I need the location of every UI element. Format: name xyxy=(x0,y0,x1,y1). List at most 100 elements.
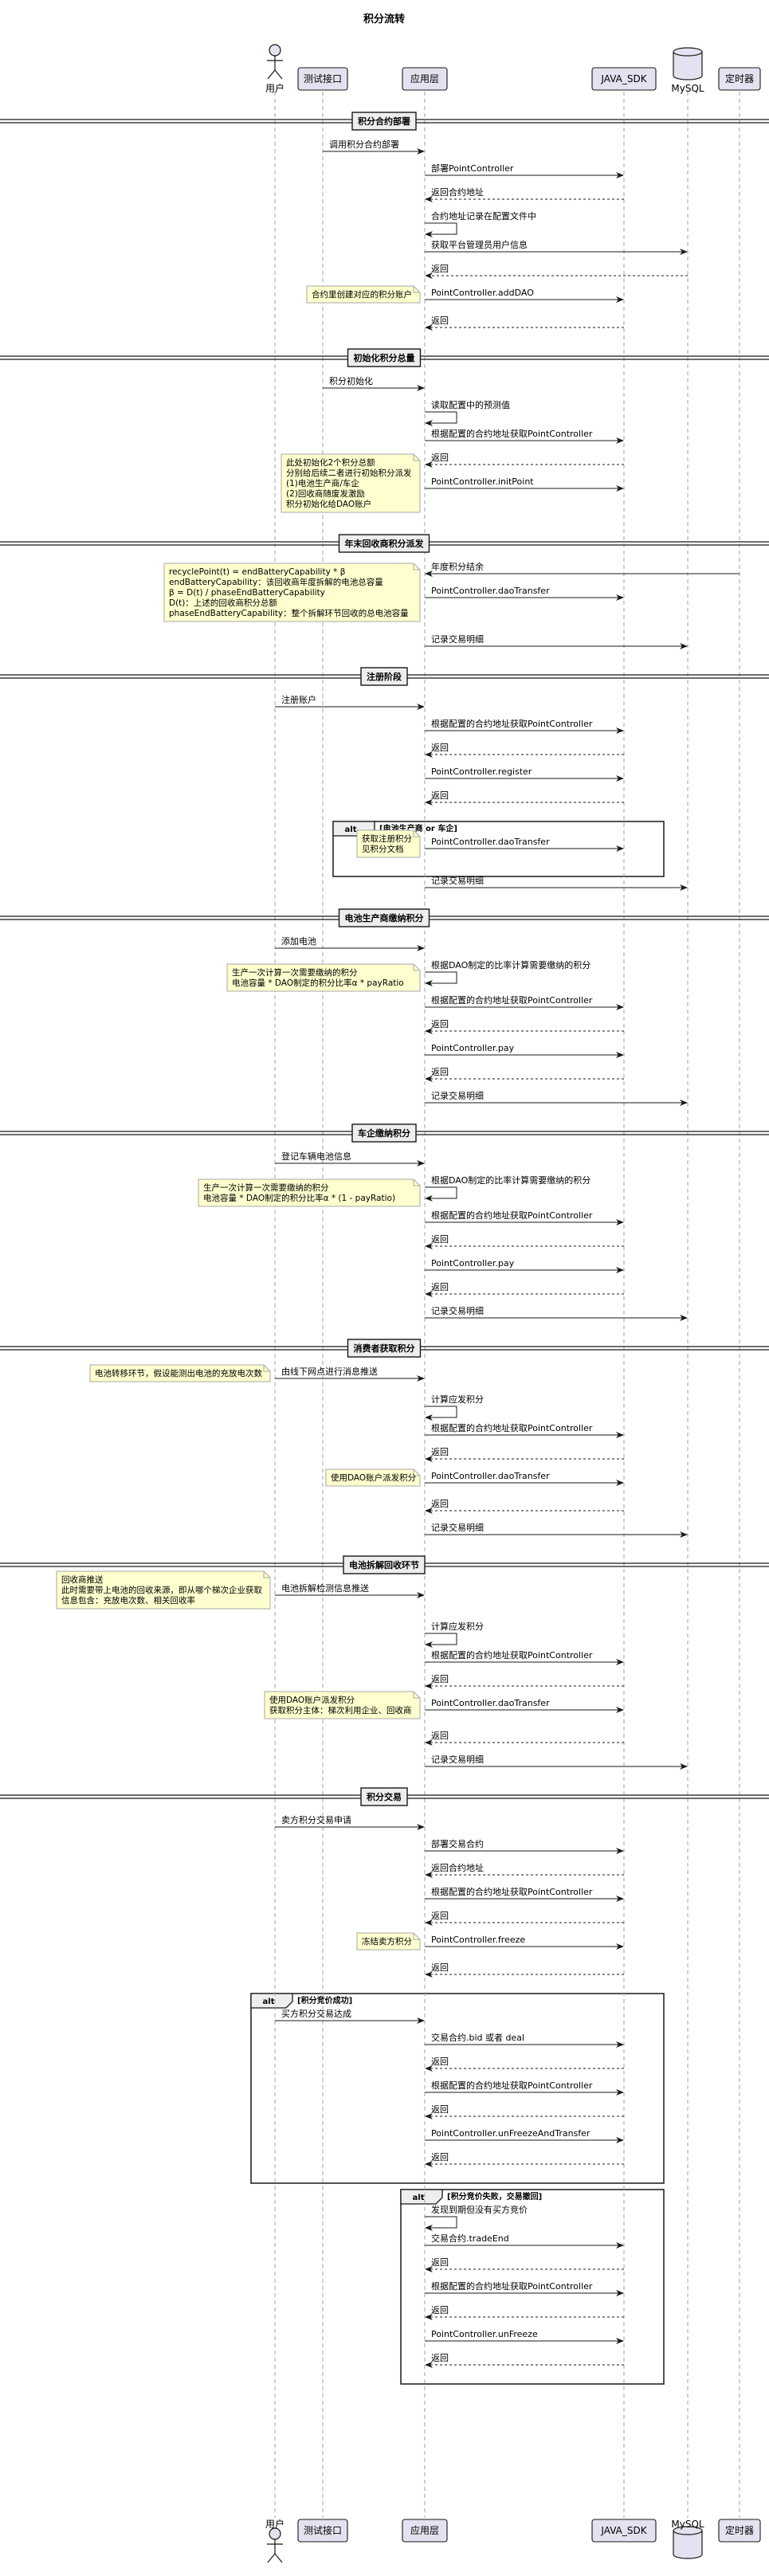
message-label: 返回 xyxy=(431,2056,449,2067)
note-text: 合约里创建对应的积分账户 xyxy=(312,289,412,300)
message-label: 记录交易明细 xyxy=(431,1090,484,1101)
note-text: 使用DAO账户派发积分 xyxy=(331,1472,417,1483)
message-label: 返回合约地址 xyxy=(431,1862,484,1873)
message: 返回 xyxy=(425,1674,624,1689)
message: 返回 xyxy=(425,1019,624,1034)
participant-box xyxy=(591,67,657,91)
section-label: 电池拆解回收环节 xyxy=(349,1559,419,1570)
note: 合约里创建对应的积分账户 xyxy=(306,285,421,304)
message: 卖方积分交易申请 xyxy=(275,1814,425,1830)
message: 返回 xyxy=(425,1447,624,1462)
message-label: 发现到期但没有买方竞价 xyxy=(431,2204,528,2215)
actor-head-icon xyxy=(269,44,281,57)
message-label: 获取平台管理员用户信息 xyxy=(431,239,528,250)
message: PointController.unFreezeAndTransfer xyxy=(425,2128,624,2143)
message: 根据配置的合约地址获取PointController xyxy=(425,2280,624,2296)
message: 返回 xyxy=(425,790,624,806)
section-label: 电池生产商缴纳积分 xyxy=(345,912,424,923)
message: 返回合约地址 xyxy=(425,1862,624,1878)
note-box xyxy=(89,1364,271,1382)
note-fold-icon xyxy=(413,830,420,837)
message-label: 记录交易明细 xyxy=(431,1754,484,1765)
note-fold-icon xyxy=(413,964,420,971)
section-label: 消费者获取积分 xyxy=(354,1343,415,1354)
note-text: 见积分文档 xyxy=(362,844,404,854)
note: recyclePoint(t) = endBatteryCapability *… xyxy=(163,563,421,622)
message: 返回 xyxy=(425,1962,624,1978)
section-label-box xyxy=(360,667,408,686)
message-label: 返回 xyxy=(431,264,449,274)
section-divider: 电池拆解回收环节 xyxy=(0,1555,769,1574)
message: PointController.pay xyxy=(425,1043,624,1058)
message-label: PointController.daoTransfer xyxy=(431,837,550,847)
note-box xyxy=(198,1178,421,1207)
note-text: D(t)：上述的回收商积分总额 xyxy=(169,598,277,608)
message-label: 根据配置的合约地址获取PointController xyxy=(431,1210,593,1221)
message: PointController.addDAO xyxy=(425,288,624,303)
message: 返回 xyxy=(425,2353,624,2368)
section-label: 初始化积分总量 xyxy=(354,352,415,363)
message: 添加电池 xyxy=(275,935,425,951)
message: 返回 xyxy=(425,1234,624,1249)
message: 调用积分合约部署 xyxy=(323,139,425,155)
participant-sdk-top: JAVA_SDK xyxy=(591,67,657,91)
alt-frame xyxy=(250,1993,665,2184)
note-text: (1)电池生产商/车企 xyxy=(286,478,359,488)
section-label: 积分交易 xyxy=(367,1791,402,1802)
message-label: 根据配置的合约地址获取PointController xyxy=(431,994,593,1006)
participant-user-bottom: 用户 xyxy=(265,2518,284,2563)
message-label: 根据配置的合约地址获取PointController xyxy=(431,1649,593,1660)
message-label: 根据配置的合约地址获取PointController xyxy=(431,1886,593,1897)
message-label: 读取配置中的预测值 xyxy=(431,399,510,410)
message-label: PointController.unFreeze xyxy=(431,2329,538,2339)
diagram-title: 积分流转 xyxy=(363,13,405,25)
message-label: 根据配置的合约地址获取PointController xyxy=(431,1422,593,1433)
message: 记录交易明细 xyxy=(425,1090,688,1106)
actor-leg-icon xyxy=(267,2553,276,2563)
alt-frame xyxy=(332,821,665,877)
alt-frame xyxy=(400,2189,665,2385)
message: 登记车辆电池信息 xyxy=(275,1151,425,1166)
message-label: 返回 xyxy=(431,2305,449,2315)
note-text: 积分初始化给DAO账户 xyxy=(286,499,371,509)
message-label: PointController.register xyxy=(431,767,532,777)
message-label: 返回 xyxy=(431,1962,449,1973)
message-label: 根据DAO制定的比率计算需要缴纳的积分 xyxy=(431,959,590,970)
note-fold-icon xyxy=(413,454,420,461)
note-text: 此处初始化2个积分总额 xyxy=(286,457,375,468)
note-fold-icon xyxy=(413,1469,420,1476)
message: 返回 xyxy=(425,1067,624,1082)
section-divider: 电池生产商缴纳积分 xyxy=(0,908,769,927)
message: 记录交易明细 xyxy=(425,633,688,649)
message-label: 买方积分交易达成 xyxy=(281,2008,351,2019)
note-fold-icon xyxy=(263,1365,270,1372)
alt-tab xyxy=(400,2189,443,2205)
message-label: PointController.unFreezeAndTransfer xyxy=(431,2128,590,2139)
alt-tab xyxy=(250,1993,293,2009)
message-label: 交易合约.bid 或者 deal xyxy=(431,2032,524,2043)
message: 返回 xyxy=(425,1731,624,1746)
participant-label: 测试接口 xyxy=(304,73,342,84)
message: PointController.daoTransfer xyxy=(425,837,624,852)
section-label-box xyxy=(347,348,422,367)
note-fold-icon xyxy=(413,1933,420,1940)
message-label: 部署PointController xyxy=(431,163,514,174)
section-divider: 年末回收商积分派发 xyxy=(0,534,769,553)
message-label: 返回 xyxy=(431,1447,449,1457)
note-text: 信息包含：充放电次数、相关回收率 xyxy=(61,1595,195,1606)
note: 此处初始化2个积分总额分别给后续二者进行初始积分派发(1)电池生产商/车企(2)… xyxy=(281,453,421,513)
self-arrow xyxy=(425,1406,457,1421)
note-text: 使用DAO账户派发积分 xyxy=(269,1695,355,1705)
message-label: PointController.daoTransfer xyxy=(431,1698,550,1708)
message: PointController.register xyxy=(425,767,624,782)
note-text: β = D(t) / phaseEndBatteryCapability xyxy=(169,588,325,598)
message-label: 返回 xyxy=(431,790,449,801)
self-message: 合约地址记录在配置文件中 xyxy=(425,210,536,237)
message: 年度积分结余 xyxy=(425,561,740,577)
participant-label: 定时器 xyxy=(725,2524,754,2536)
alt-fragment: alt[积分竞价成功] xyxy=(250,1993,665,2184)
section-label-box xyxy=(338,534,430,553)
message-label: 卖方积分交易申请 xyxy=(281,1814,351,1825)
